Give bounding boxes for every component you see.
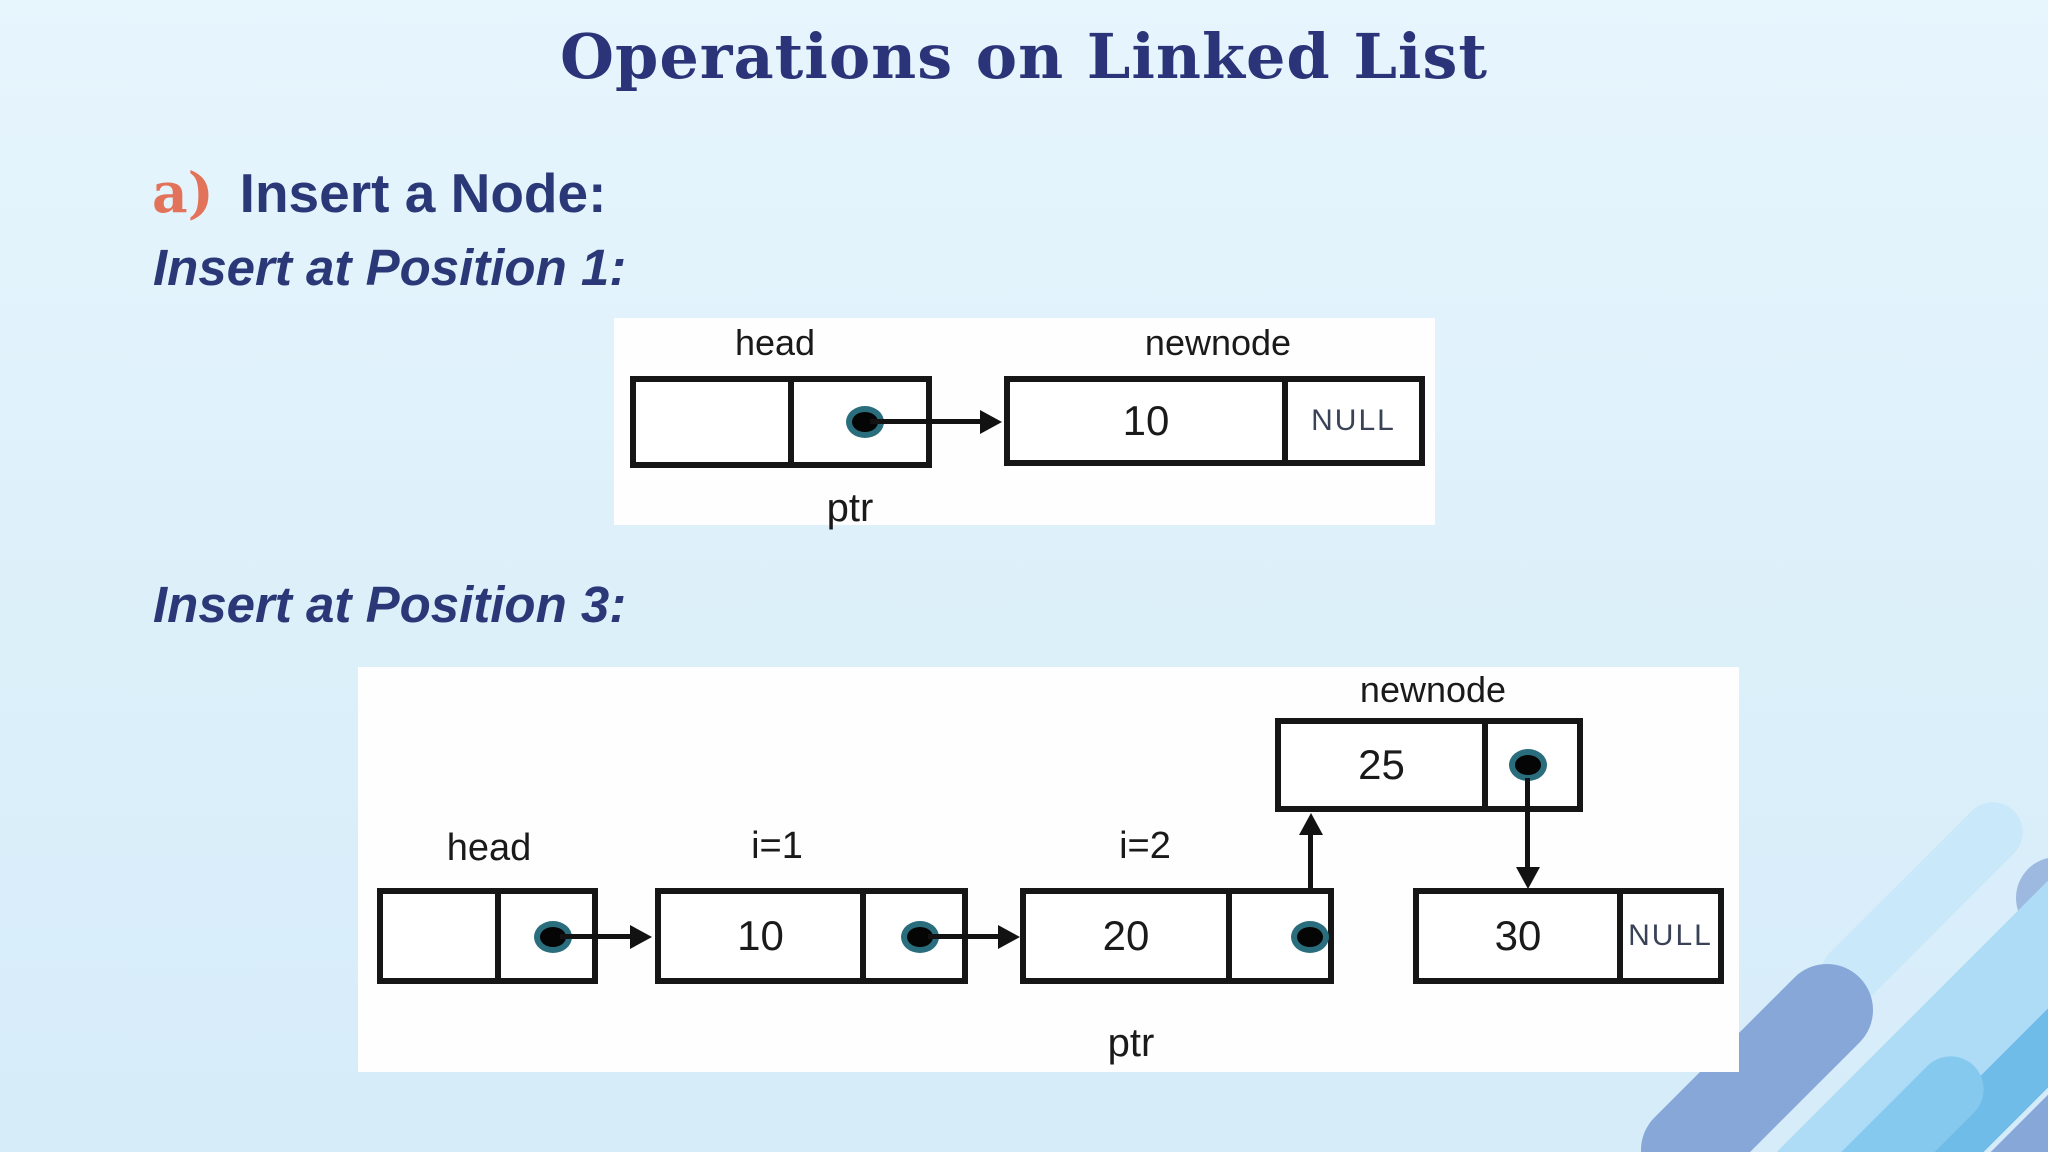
caption-insert-position-3: Insert at Position 3: [153, 576, 627, 633]
ptr-label: ptr [826, 486, 874, 530]
pointer-dot-icon [1291, 921, 1329, 953]
diagram-insert-position-3: newnode 25 head i=1 i=2 10 20 30 [358, 667, 1739, 1072]
newnode-next-arrow-icon [1525, 778, 1530, 868]
newnode-label: newnode [1359, 669, 1507, 710]
newnode-next-cell: NULL [1311, 404, 1396, 437]
section-marker: a) [152, 160, 214, 225]
node1-value-cell: 10 [661, 894, 866, 978]
next-arrow-icon [928, 934, 1000, 939]
section-heading: a) Insert a Node: [152, 160, 606, 225]
head-empty-cell [636, 382, 794, 462]
head-label: head [446, 827, 532, 869]
next-arrow-icon [560, 934, 632, 939]
index2-label: i=2 [1119, 825, 1171, 867]
newnode-label: newnode [1144, 322, 1292, 363]
head-pointer-box [377, 888, 598, 984]
next-arrow-icon [870, 419, 982, 424]
node3-box: 30 NULL [1413, 888, 1724, 984]
page-title: Operations on Linked List [559, 20, 1489, 93]
node2-box: 20 [1020, 888, 1334, 984]
diagram-insert-position-1: head newnode 10 NULL ptr [614, 318, 1435, 530]
index1-label: i=1 [751, 825, 803, 867]
node3-next-cell: NULL [1628, 919, 1713, 952]
newnode-box: 10 NULL [1004, 376, 1425, 466]
node2-to-newnode-arrow-icon [1308, 834, 1313, 930]
head-empty-cell [383, 894, 501, 978]
node2-value-cell: 20 [1026, 894, 1232, 978]
ptr-label: ptr [1107, 1021, 1155, 1065]
newnode-value-cell: 10 [1010, 382, 1288, 460]
newnode-value-cell: 25 [1281, 724, 1488, 806]
caption-insert-position-1: Insert at Position 1: [153, 239, 627, 296]
head-label: head [734, 322, 816, 363]
node3-value-cell: 30 [1419, 894, 1623, 978]
pointer-dot-icon [1509, 749, 1547, 781]
newnode-box: 25 [1275, 718, 1583, 812]
section-title: Insert a Node: [239, 162, 607, 224]
